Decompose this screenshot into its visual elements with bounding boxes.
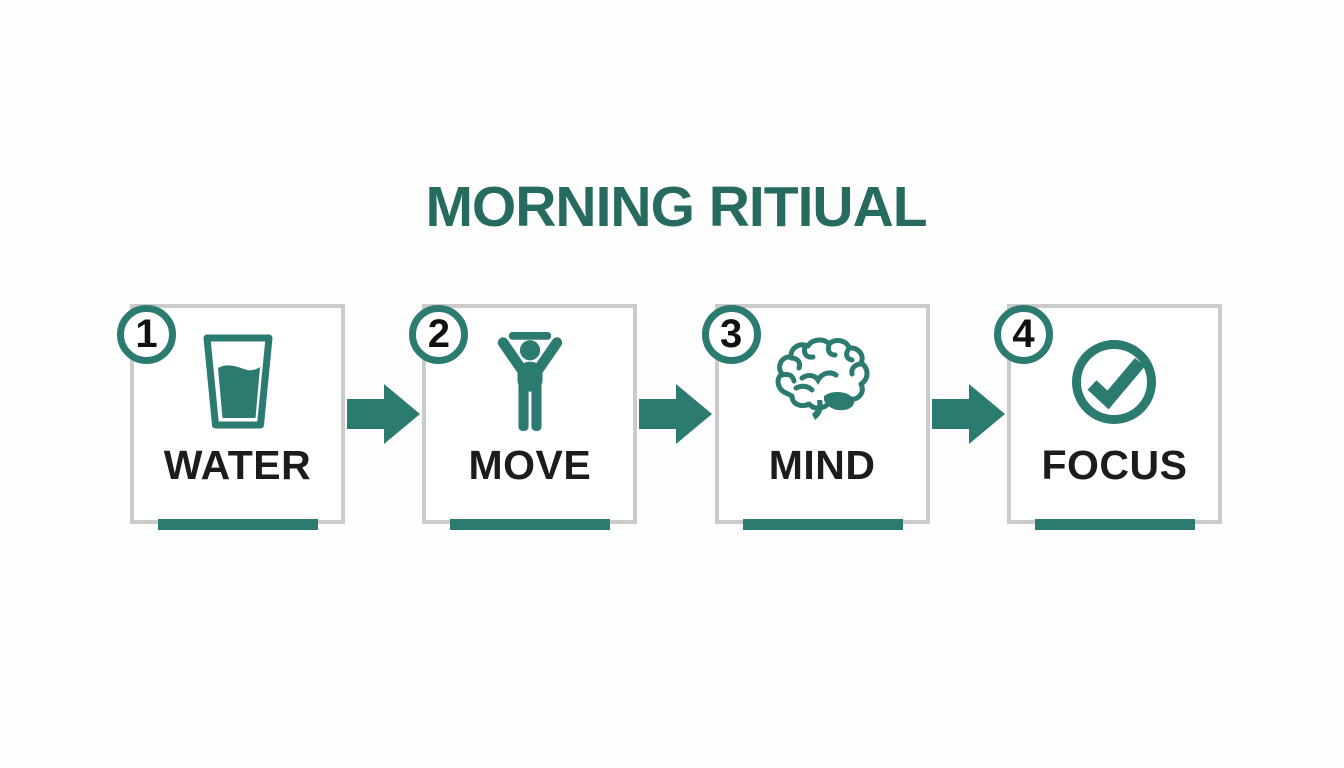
accent-underline xyxy=(158,519,318,530)
right-arrow-icon xyxy=(637,304,714,524)
step-number-badge: 1 xyxy=(117,305,176,364)
step-card-move: 2 MOVE xyxy=(409,304,638,530)
step-card-mind: 3 MIND xyxy=(701,304,930,530)
step-number-badge: 4 xyxy=(993,305,1053,364)
step-number: 1 xyxy=(135,312,158,356)
step-card-focus: 4 FOCUS xyxy=(993,304,1222,530)
brain-icon xyxy=(719,332,926,432)
step-card-water: 1 WATER xyxy=(117,304,345,530)
step-number: 3 xyxy=(720,312,743,356)
step-number: 2 xyxy=(427,312,450,356)
step-label: MIND xyxy=(768,442,876,488)
person-stretching-icon xyxy=(426,332,633,432)
accent-underline xyxy=(1034,519,1195,530)
check-circle-icon xyxy=(1011,332,1218,432)
step-label: FOCUS xyxy=(1041,442,1188,488)
water-glass-icon xyxy=(134,332,341,432)
right-arrow-icon xyxy=(345,304,422,524)
right-arrow-icon xyxy=(930,304,1007,524)
accent-underline xyxy=(450,519,611,530)
page-title: MORNING RITIUAL xyxy=(425,175,927,239)
step-number-badge: 3 xyxy=(701,305,761,364)
process-flow: 1 WATER 2 xyxy=(117,304,1222,530)
step-number-badge: 2 xyxy=(409,305,469,364)
accent-underline xyxy=(742,519,903,530)
step-number: 4 xyxy=(1012,312,1035,356)
step-label: WATER xyxy=(163,442,312,488)
step-label: MOVE xyxy=(468,442,592,488)
